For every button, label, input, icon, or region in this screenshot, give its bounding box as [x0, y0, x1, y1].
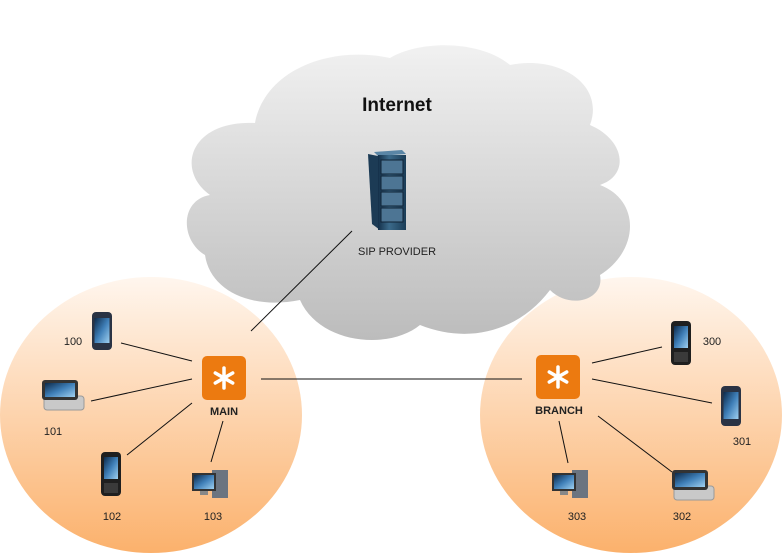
link-main-101	[90, 378, 193, 402]
sip-provider-label: SIP PROVIDER	[357, 246, 437, 258]
ext-label-102: 102	[102, 511, 122, 523]
ext-label-103: 103	[203, 511, 223, 523]
main-pbx-node[interactable]	[202, 356, 246, 400]
ext-label-101: 101	[43, 426, 63, 438]
links	[90, 230, 713, 473]
ext-label-303: 303	[567, 511, 587, 523]
branch-label: BRANCH	[535, 405, 583, 417]
ext-label-301: 301	[732, 436, 752, 448]
link-branch-301	[591, 378, 713, 404]
link-main-103	[210, 420, 224, 463]
link-main-sip	[250, 230, 353, 332]
link-main-102	[126, 402, 193, 456]
link-main-100	[120, 342, 193, 362]
cloud-title: Internet	[362, 95, 432, 116]
link-branch-302	[597, 415, 673, 473]
asterisk-icon	[213, 366, 235, 390]
branch-pbx-node[interactable]	[536, 355, 580, 399]
ext-label-300: 300	[702, 336, 722, 348]
slider-phone-icon	[672, 470, 715, 501]
asterisk-icon	[547, 365, 569, 389]
desktop-computer-icon	[552, 470, 588, 498]
ext-label-100: 100	[63, 336, 83, 348]
smartphone-icon	[92, 312, 112, 350]
link-branch-300	[591, 346, 663, 364]
slide-phone-icon	[101, 452, 121, 496]
slide-phone-icon	[671, 321, 691, 365]
ext-label-302: 302	[672, 511, 692, 523]
main-label: MAIN	[209, 406, 239, 418]
main-site-area	[0, 277, 302, 553]
desktop-computer-icon	[192, 470, 228, 498]
server-rack-icon	[368, 150, 406, 230]
internet-cloud	[186, 45, 630, 340]
slider-phone-icon	[42, 380, 85, 411]
link-branch-303	[558, 420, 569, 464]
smartphone-icon	[721, 386, 741, 426]
